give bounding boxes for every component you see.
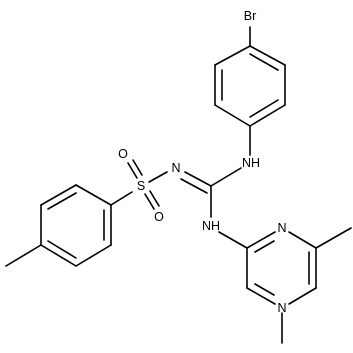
ring-double-bond [249, 99, 279, 118]
bond-methyl-pyr-top [315, 227, 352, 249]
ring-bond [214, 104, 251, 127]
bonds [5, 26, 352, 344]
bond-c-n-double [180, 178, 208, 194]
atom-nh-pyrimidinyl: NH [202, 219, 220, 233]
bond-s-o-top [127, 162, 138, 179]
ring-bond [249, 45, 286, 66]
bond-methyl-tolyl [5, 244, 42, 267]
ring-bond [246, 287, 276, 305]
ring-bond [288, 231, 317, 249]
ring-double-bond [47, 240, 77, 259]
atom-n-imine: N [171, 161, 180, 175]
atom-o-bottom: O [154, 210, 164, 224]
bond-nh-c [210, 167, 242, 187]
ring-double-bond [254, 240, 275, 253]
atom-n-pyrimidine-bottom: N [277, 301, 286, 315]
atom-br: Br [244, 9, 257, 23]
ring-bond [214, 45, 251, 66]
atom-n-pyrimidine-top: N [277, 221, 286, 235]
bond-n-s [148, 171, 168, 183]
ring-bond [75, 244, 112, 267]
ring-double-bond [249, 53, 279, 71]
bond-s-o-bottom [149, 190, 160, 207]
bond-s-o-bottom [144, 193, 155, 210]
atom-nh-aryl: NH [242, 156, 260, 170]
ring-bond [246, 231, 276, 249]
ring-bond [40, 244, 77, 267]
ring-bond [249, 104, 286, 127]
ring-double-bond [254, 283, 275, 296]
ring-bond [40, 184, 77, 206]
ring-bond [75, 184, 112, 206]
ring-bond [288, 287, 317, 305]
atom-labels: Br NH N S O O NH N N [118, 9, 286, 315]
atom-s: S [137, 179, 145, 193]
bond-nh-cpyr [218, 231, 248, 249]
bond-c-n-double [184, 171, 212, 187]
bond-s-o-top [132, 159, 143, 176]
ring-double-bond [47, 192, 77, 210]
atom-o-top: O [118, 147, 128, 161]
bond-s-c [110, 191, 133, 206]
